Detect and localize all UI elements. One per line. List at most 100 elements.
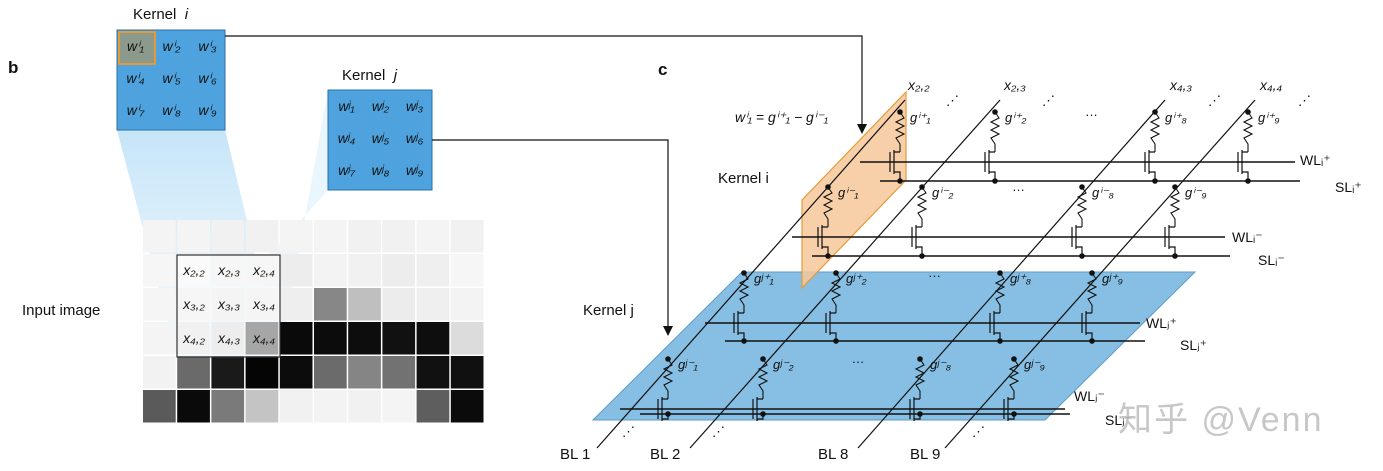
memristor-resistor: [1008, 358, 1020, 399]
image-pixel: [279, 356, 313, 389]
panel-b-label: b: [8, 58, 19, 77]
image-pixel: [279, 254, 313, 287]
memristor-resistor: [1242, 111, 1254, 152]
input-patch-label: x₃,₃: [218, 296, 240, 312]
image-pixel: [348, 220, 381, 253]
input-patch-label: x₃,₂: [183, 296, 205, 312]
access-transistor: [825, 311, 837, 341]
image-pixel: [382, 288, 416, 321]
image-pixel: [416, 220, 450, 253]
junction-dot: [825, 184, 831, 190]
conductance-label: gⁱ⁻₂: [932, 185, 954, 200]
kernel-j-box: [327, 89, 433, 191]
image-pixel: [450, 390, 484, 423]
image-pixel: [348, 390, 381, 423]
junction-dot: [919, 184, 925, 190]
crossbar-array: [596, 99, 1300, 449]
conductance-label: gʲ⁺₉: [1102, 271, 1123, 286]
image-pixel: [348, 322, 381, 355]
image-pixel: [450, 220, 484, 253]
junction-dot: [665, 356, 671, 362]
junction-dot: [1079, 253, 1085, 259]
kernel-i-weight: wⁱ₆: [198, 70, 217, 86]
kernel-i-weight: wⁱ₅: [162, 70, 181, 86]
junction-dot: [1089, 338, 1095, 344]
bit-line-label: BL 1: [560, 446, 591, 463]
bit-line: [596, 99, 906, 449]
input-patch-label: x₃,₄: [252, 296, 276, 312]
input-patch-label: x₂,₄: [253, 262, 275, 278]
image-pixel: [382, 322, 416, 355]
access-transistor: [1003, 397, 1015, 421]
junction-dot: [997, 270, 1003, 276]
memristor-resistor: [916, 186, 928, 227]
source-line-label: SLᵢ⁻: [1258, 252, 1285, 268]
image-pixel: [382, 220, 416, 253]
image-pixel: [143, 288, 176, 321]
conductance-label: gⁱ⁺₉: [1258, 110, 1280, 125]
image-pixel: [279, 288, 313, 321]
top-input-label: x₄,₄: [1260, 77, 1283, 93]
junction-dot: [760, 356, 766, 362]
kernel-i-arrowhead: [857, 124, 867, 134]
junction-dot: [741, 338, 747, 344]
kernel-j-weight: wʲ₄: [337, 130, 356, 146]
junction-dot: [833, 270, 839, 276]
source-line-label: SLⱼ⁺: [1180, 337, 1207, 353]
source-line-label: SLᵢ⁺: [1335, 179, 1362, 195]
kernel-i-weight: wⁱ₂: [162, 38, 181, 54]
input-patch-label: x₂,₃: [218, 262, 240, 278]
memristor-resistor: [822, 186, 834, 227]
image-pixel: [382, 390, 416, 423]
image-pixel: [450, 356, 484, 389]
junction-dot: [833, 338, 839, 344]
memristor-resistor: [1076, 186, 1088, 227]
access-transistor: [1237, 150, 1249, 181]
kernel-j-arrowhead: [663, 326, 673, 336]
word-line-label: WLⱼ⁻: [1074, 388, 1105, 404]
memristor-resistor: [894, 111, 906, 152]
kernel-j-weight: wʲ₂: [371, 98, 390, 114]
column-ellipsis: …: [928, 265, 942, 280]
junction-dot: [897, 178, 903, 184]
image-pixel: [177, 390, 210, 423]
memristor-resistor: [989, 111, 1001, 152]
bit-line: [944, 99, 1256, 449]
access-transistor: [657, 397, 669, 421]
image-pixel: [450, 322, 484, 355]
kernel-j-weight: wʲ₃: [405, 98, 424, 114]
image-pixel: [416, 390, 450, 423]
top-input-ellipsis: ⋰: [1042, 93, 1056, 108]
image-pixel: [143, 322, 176, 355]
access-transistor: [1144, 150, 1156, 181]
junction-dot: [1079, 184, 1085, 190]
junction-dot: [1011, 356, 1017, 362]
conductance-label: gʲ⁻₉: [1024, 357, 1045, 372]
top-input-ellipsis: ⋰: [1298, 93, 1312, 108]
junction-dot: [1152, 109, 1158, 115]
top-input-ellipsis: ⋰: [946, 93, 960, 108]
access-transistor: [1164, 225, 1176, 256]
junction-dot: [992, 178, 998, 184]
image-pixel: [279, 390, 313, 423]
image-pixel: [314, 322, 347, 355]
junction-dot: [897, 109, 903, 115]
conductance-label: gⁱ⁺₁: [910, 110, 931, 125]
top-input-label: x₂,₂: [908, 77, 930, 93]
crossbar-kernel-j-label: Kernel j: [583, 302, 634, 319]
junction-dot: [1152, 178, 1158, 184]
word-line-label: WLᵢ⁻: [1232, 229, 1263, 245]
memristor-resistor: [1086, 272, 1098, 313]
kernel-i-arrow: [225, 35, 863, 128]
column-ellipsis: …: [1012, 179, 1026, 194]
kernel-j-title: Kernel j: [342, 67, 398, 84]
access-transistor: [989, 311, 1001, 341]
bit-line-label: BL 2: [650, 446, 681, 463]
conductance-label: gⁱ⁺₂: [1005, 110, 1027, 125]
kernel-i-weight: wⁱ₈: [162, 102, 181, 118]
conductance-label: gʲ⁻₈: [930, 357, 952, 372]
bit-line-ellipsis: ⋰: [712, 424, 726, 439]
conductance-label: gⁱ⁻₉: [1185, 185, 1207, 200]
memristor-resistor: [994, 272, 1006, 313]
